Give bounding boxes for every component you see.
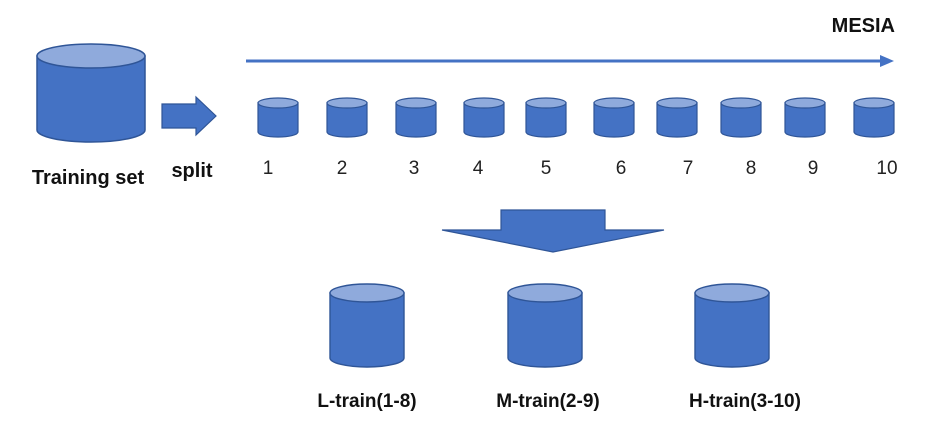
chunk-cylinder-icon <box>784 97 826 138</box>
training-set-database-icon <box>36 43 146 143</box>
chunk-cylinder-icon <box>656 97 698 138</box>
chunk-cylinder-icon <box>593 97 635 138</box>
chunk-cylinder-icon <box>853 97 895 138</box>
chunk-number-label: 4 <box>473 158 484 179</box>
chunk-cylinder-icon <box>720 97 762 138</box>
chunk-number-label: 7 <box>683 158 694 179</box>
chunk-number-label: 6 <box>616 158 627 179</box>
subset-label: M-train(2-9) <box>496 391 599 412</box>
training-set-label: Training set <box>32 167 145 189</box>
chunk-cylinder-icon <box>525 97 567 138</box>
subset-cylinder-icon <box>507 283 583 368</box>
chunk-row: 1 2 3 4 5 6 7 8 9 10 <box>257 97 898 179</box>
chunk-number-label: 3 <box>409 158 420 179</box>
chunk-cylinder-icon <box>395 97 437 138</box>
arrow-right-icon <box>161 95 217 137</box>
chunk-number-label: 8 <box>746 158 757 179</box>
subset-row: L-train(1-8) M-train(2-9) H-train(3-10) <box>317 283 801 412</box>
timeline-label: MESIA <box>832 15 895 37</box>
chunk-cylinder-icon <box>257 97 299 138</box>
split-label: split <box>171 160 212 182</box>
chunk-cylinder-icon <box>326 97 368 138</box>
subset-cylinder-icon <box>694 283 770 368</box>
subset-label: L-train(1-8) <box>317 391 416 412</box>
chunk-number-label: 9 <box>808 158 819 179</box>
subset-cylinder-icon <box>329 283 405 368</box>
chunk-number-label: 1 <box>263 158 274 179</box>
chunk-number-label: 5 <box>541 158 552 179</box>
chunk-number-label: 10 <box>876 158 897 179</box>
chunk-cylinder-icon <box>463 97 505 138</box>
timeline-arrow-icon <box>246 55 894 67</box>
subset-label: H-train(3-10) <box>689 391 801 412</box>
arrow-down-icon <box>441 209 665 253</box>
chunk-number-label: 2 <box>337 158 348 179</box>
